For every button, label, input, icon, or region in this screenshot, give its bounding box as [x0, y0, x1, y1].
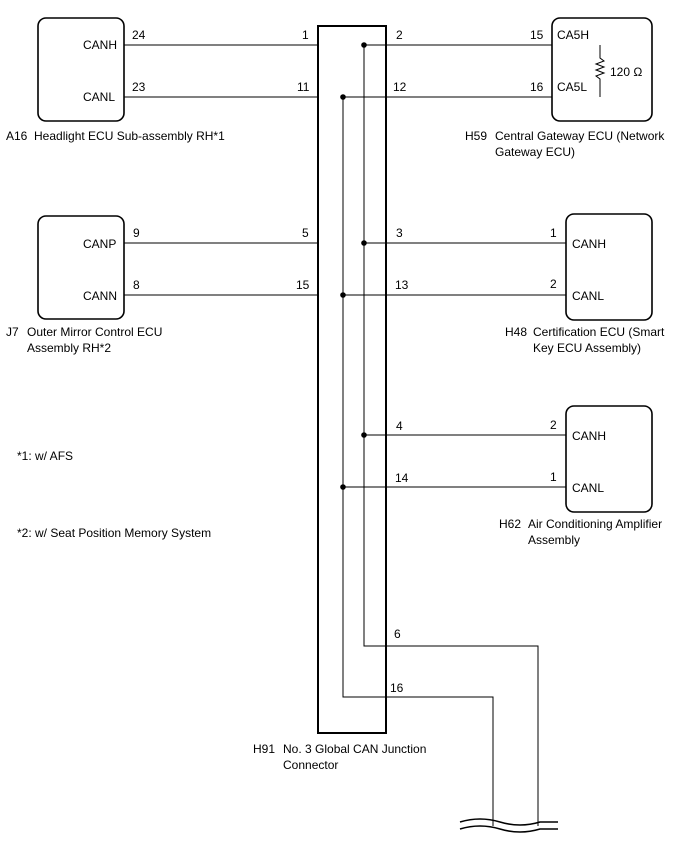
- h91-pin-15: 15: [296, 278, 310, 292]
- h59-ca5h-label: CA5H: [557, 28, 589, 42]
- a16-code: A16: [6, 129, 28, 143]
- h91-name-line-1: No. 3 Global CAN Junction: [283, 742, 426, 756]
- h91-pin-4: 4: [396, 419, 403, 433]
- h59-resistor-label: 120 Ω: [610, 65, 642, 79]
- splice-dot: [361, 432, 367, 438]
- h48-box: [565, 213, 653, 321]
- h62-name-line-2: Assembly: [528, 533, 580, 547]
- j7-cann-label: CANN: [83, 289, 117, 303]
- h91-pin-5: 5: [302, 226, 309, 240]
- h59-resistor-wire: [594, 45, 606, 97]
- j7-name-line-1: Outer Mirror Control ECU: [27, 325, 162, 339]
- splice-dot: [361, 42, 367, 48]
- h62-name-line-1: Air Conditioning Amplifier: [528, 517, 662, 531]
- h59-pin-15: 15: [530, 28, 544, 42]
- h62-box: [565, 405, 653, 513]
- h91-code: H91: [253, 742, 275, 756]
- j7-canp-label: CANP: [83, 237, 116, 251]
- h48-canh-label: CANH: [572, 237, 606, 251]
- h48-name-line-2: Key ECU Assembly): [533, 341, 641, 355]
- h91-pin-11: 11: [297, 80, 310, 94]
- h91-connector-box: [317, 25, 387, 734]
- h91-pin-12: 12: [393, 80, 407, 94]
- h48-pin-2: 2: [550, 277, 557, 291]
- h48-code: H48: [505, 325, 527, 339]
- h62-code: H62: [499, 517, 521, 531]
- footnote-1: *1: w/ AFS: [17, 449, 73, 463]
- a16-pin-23: 23: [132, 80, 146, 94]
- h91-pin-13: 13: [395, 278, 409, 292]
- h91-pin-2: 2: [396, 28, 403, 42]
- h91-bus-low: [342, 97, 494, 826]
- a16-canh-label: CANH: [83, 38, 117, 52]
- h48-pin-1: 1: [550, 226, 557, 240]
- splice-dot: [340, 292, 346, 298]
- j7-box: [37, 215, 125, 320]
- h59-box: [551, 17, 653, 122]
- h59-name-line-1: Central Gateway ECU (Network: [495, 129, 665, 143]
- h91-pin-16: 16: [390, 681, 404, 695]
- h91-bus-high: [363, 45, 539, 826]
- h91-name-line-2: Connector: [283, 758, 338, 772]
- h91-pin-6: 6: [394, 627, 401, 641]
- h62-canl-label: CANL: [572, 481, 604, 495]
- h62-pin-1: 1: [550, 470, 557, 484]
- footnote-2: *2: w/ Seat Position Memory System: [17, 526, 211, 540]
- h59-ca5l-label: CA5L: [557, 80, 587, 94]
- h91-pin-14: 14: [395, 471, 409, 485]
- a16-name-line-1: Headlight ECU Sub-assembly RH*1: [34, 129, 225, 143]
- wire-break-symbol: [459, 818, 558, 833]
- h59-name-line-2: Gateway ECU): [495, 145, 575, 159]
- h62-canh-label: CANH: [572, 429, 606, 443]
- a16-box: [37, 17, 125, 122]
- h48-canl-label: CANL: [572, 289, 604, 303]
- j7-code: J7: [6, 325, 19, 339]
- h48-name-line-1: Certification ECU (Smart: [533, 325, 665, 339]
- j7-name-line-2: Assembly RH*2: [27, 341, 111, 355]
- h91-pin-3: 3: [396, 226, 403, 240]
- splice-dot: [361, 240, 367, 246]
- h59-pin-16: 16: [530, 80, 544, 94]
- j7-pin-9: 9: [133, 226, 140, 240]
- h91-pin-1: 1: [302, 28, 309, 42]
- h62-pin-2: 2: [550, 418, 557, 432]
- h59-code: H59: [465, 129, 487, 143]
- j7-pin-8: 8: [133, 278, 140, 292]
- a16-pin-24: 24: [132, 28, 146, 42]
- a16-canl-label: CANL: [83, 90, 115, 104]
- splice-dot: [340, 484, 346, 490]
- splice-dot: [340, 94, 346, 100]
